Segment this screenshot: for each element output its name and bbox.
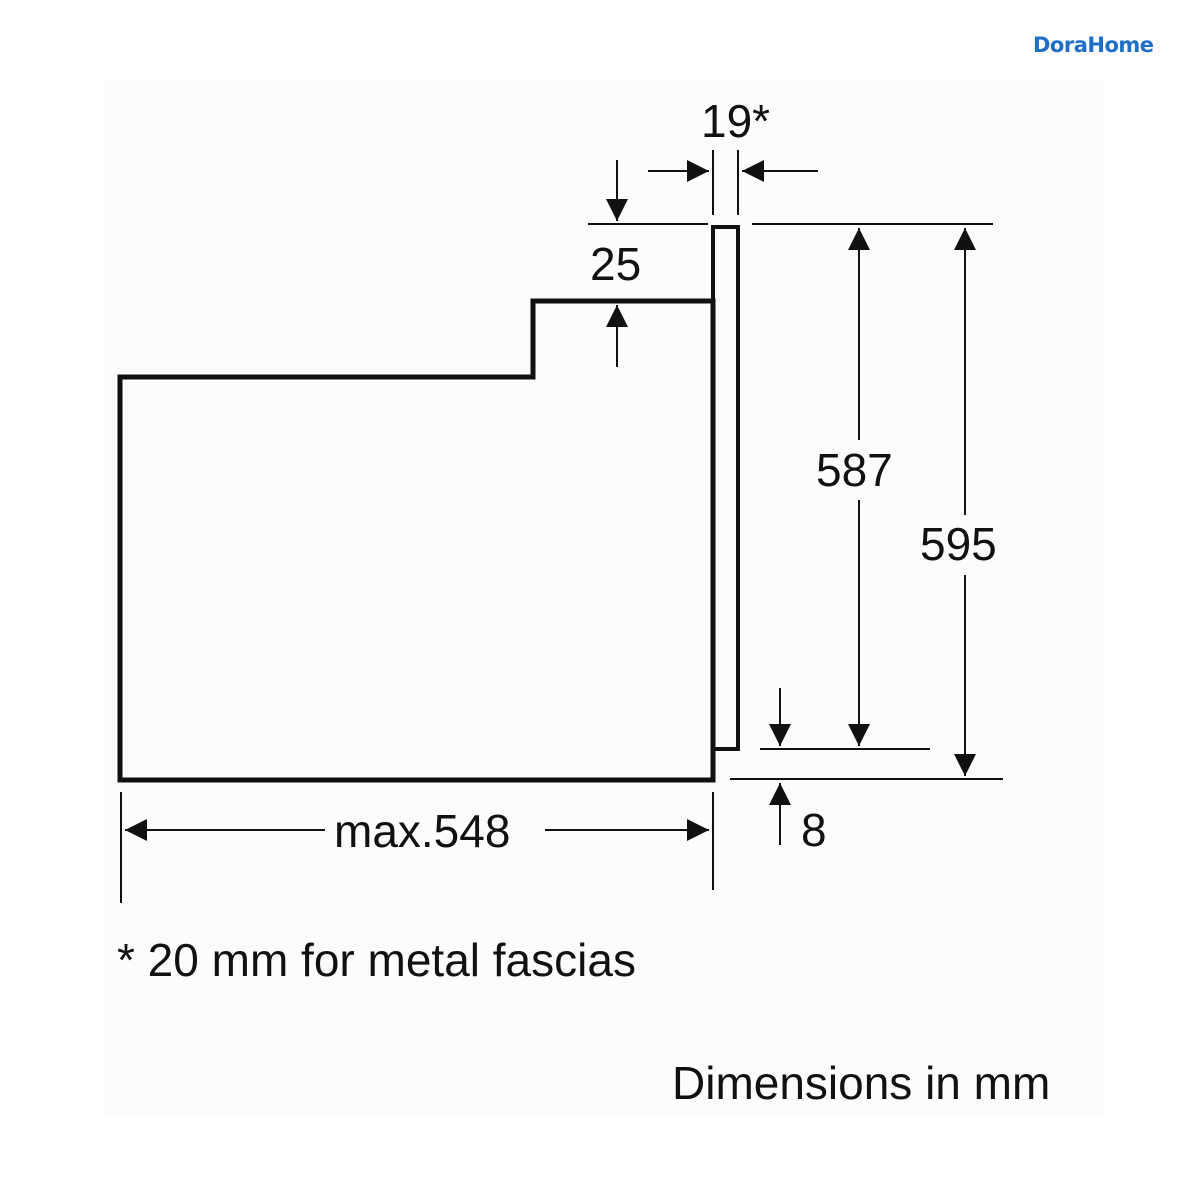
label-inner-height: 587: [816, 444, 893, 496]
label-max-depth: max.548: [334, 805, 510, 857]
brand-logo: DoraHome: [1033, 33, 1154, 57]
footnote-metal-fascias: * 20 mm for metal fascias: [117, 934, 636, 986]
diagram-background: [105, 80, 1105, 1115]
label-bottom-offset: 8: [801, 804, 827, 856]
label-overall-height: 595: [920, 518, 997, 570]
units-note: Dimensions in mm: [672, 1057, 1050, 1109]
front-fascia-outline: [711, 225, 740, 751]
appliance-body-outline: [117, 298, 716, 783]
label-top-step: 25: [590, 238, 641, 290]
brand-logo-text: DoraHome: [1033, 33, 1154, 57]
label-panel-thickness: 19*: [701, 95, 770, 147]
